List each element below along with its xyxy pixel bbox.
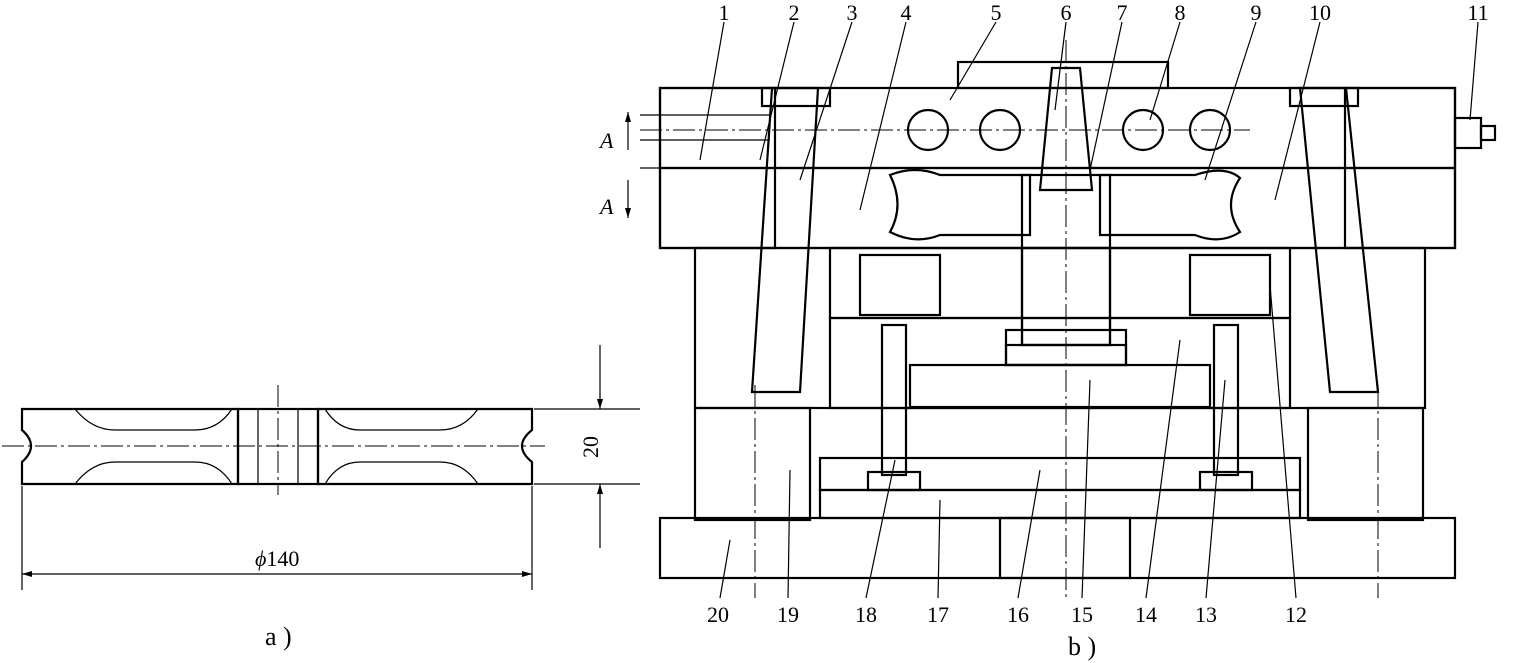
label-6: 6	[1061, 0, 1072, 25]
label-8: 8	[1175, 0, 1186, 25]
dim-height-text: 20	[578, 436, 603, 458]
mould-assembly: A A 1	[598, 0, 1497, 661]
dim-diameter-text: ϕ140	[255, 546, 299, 571]
section-label-bottom: A	[598, 194, 614, 219]
part-right-section	[316, 407, 534, 486]
cavity-part	[888, 168, 1032, 241]
part-labels-top: 1 2 3 4 5 6 7 8 9 10 11	[719, 0, 1489, 25]
label-4: 4	[901, 0, 912, 25]
label-20: 20	[707, 602, 729, 627]
label-3: 3	[847, 0, 858, 25]
label-2: 2	[789, 0, 800, 25]
cavity-plate	[658, 166, 1457, 250]
label-10: 10	[1309, 0, 1331, 25]
label-19: 19	[777, 602, 799, 627]
part-drawing: 20 ϕ140 a )	[2, 345, 640, 651]
label-15: 15	[1071, 602, 1093, 627]
label-9: 9	[1251, 0, 1262, 25]
label-1: 1	[719, 0, 730, 25]
top-plate	[658, 86, 1457, 170]
guide-pillar-right	[1298, 86, 1380, 394]
label-13: 13	[1195, 602, 1217, 627]
section-label-top: A	[598, 128, 614, 153]
label-5: 5	[991, 0, 1002, 25]
label-11: 11	[1467, 0, 1488, 25]
guide-pillar-left	[750, 86, 820, 394]
label-16: 16	[1007, 602, 1029, 627]
label-12: 12	[1285, 602, 1307, 627]
label-7: 7	[1117, 0, 1128, 25]
bottom-plate	[658, 516, 1457, 580]
part-labels-bottom: 20 19 18 17 16 15 14 13 12	[707, 602, 1307, 627]
caption-a: a )	[265, 622, 292, 651]
label-14: 14	[1135, 602, 1157, 627]
label-17: 17	[927, 602, 949, 627]
label-18: 18	[855, 602, 877, 627]
caption-b: b )	[1068, 632, 1096, 661]
